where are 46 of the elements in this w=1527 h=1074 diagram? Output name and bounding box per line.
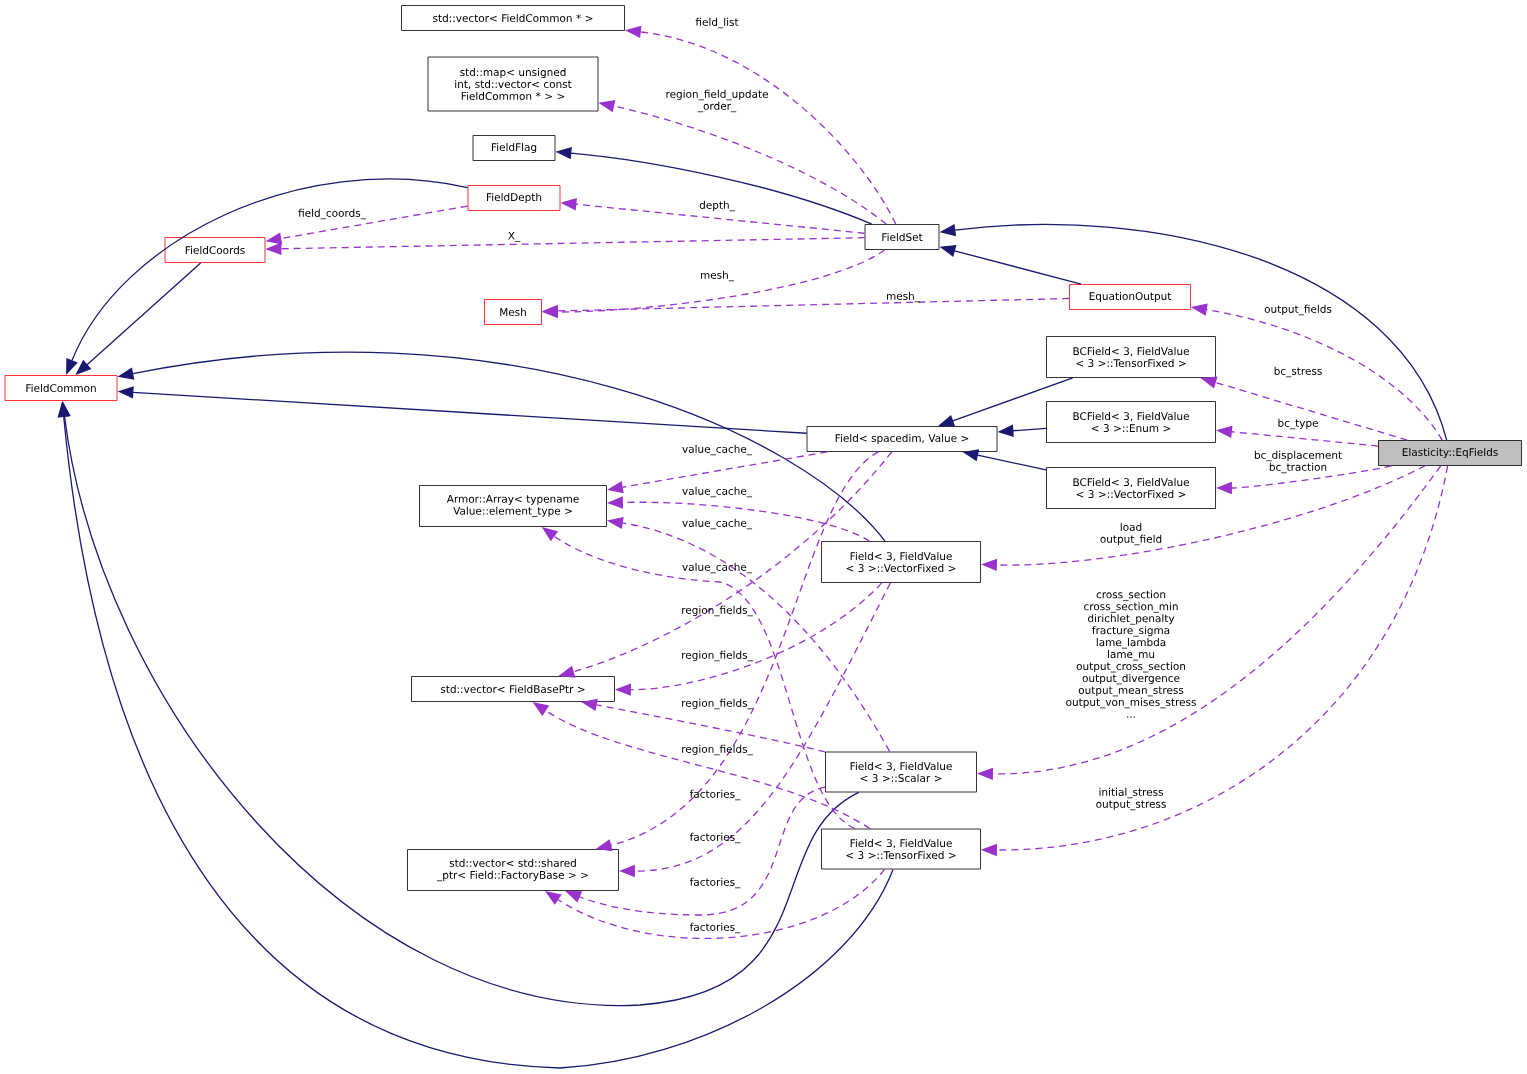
edge-label: value_cache_ bbox=[682, 562, 753, 574]
edge-label: mesh_ bbox=[701, 270, 735, 282]
edge-label: region_fields_ bbox=[682, 605, 753, 617]
class-box: Field< spacedim, Value > bbox=[806, 426, 998, 452]
class-box: BCField< 3, FieldValue < 3 >::Enum > bbox=[1046, 401, 1216, 443]
edge-label: factories_ bbox=[689, 877, 741, 889]
edge-label: bc_displacement bc_traction bbox=[1254, 450, 1342, 474]
class-box: FieldSet bbox=[864, 224, 940, 250]
class-box: FieldDepth bbox=[467, 185, 561, 211]
class-box: EquationOutput bbox=[1069, 284, 1191, 310]
class-box: std::vector< FieldCommon * > bbox=[401, 5, 625, 31]
edge-label: region_field_update _order_ bbox=[666, 89, 768, 113]
class-box: FieldCoords bbox=[164, 237, 266, 263]
edge-label: bc_type bbox=[1278, 418, 1318, 430]
edge-label: field_list bbox=[695, 17, 739, 29]
edge-label: mesh_ bbox=[887, 291, 921, 303]
class-box: FieldCommon bbox=[4, 375, 118, 401]
edge-label: factories_ bbox=[689, 832, 741, 844]
class-box: Field< 3, FieldValue < 3 >::Scalar > bbox=[825, 751, 977, 793]
edge-label: bc_stress bbox=[1274, 366, 1322, 378]
edge-label: X_ bbox=[508, 231, 521, 243]
class-box: BCField< 3, FieldValue < 3 >::TensorFixed > bbox=[1046, 336, 1216, 378]
class-box: Field< 3, FieldValue < 3 >::VectorFixed > bbox=[821, 541, 981, 583]
edge-label: region_fields_ bbox=[682, 698, 753, 710]
class-box: Elasticity::EqFields bbox=[1378, 440, 1522, 466]
edge-label: region_fields_ bbox=[682, 744, 753, 756]
edge-label: field_coords_ bbox=[298, 208, 366, 220]
edge-label: cross_section cross_section_min dirichlet_penalty fracture_sigma lame_lambda lame_mu output_cross_section output_divergence output_mean_stress output_von_mises_stress ... bbox=[1066, 590, 1196, 718]
edge-label: depth_ bbox=[699, 200, 735, 212]
edge-label: value_cache_ bbox=[682, 444, 753, 456]
edge-label: output_fields bbox=[1264, 304, 1332, 316]
edge-label: value_cache_ bbox=[682, 486, 753, 498]
edge-label: factories_ bbox=[689, 789, 741, 801]
class-box: std::vector< std::shared _ptr< Field::FactoryBase > > bbox=[407, 849, 619, 891]
edge-label: value_cache_ bbox=[682, 518, 753, 530]
class-box: Mesh bbox=[484, 299, 542, 325]
edge-label: factories_ bbox=[689, 922, 741, 934]
class-box: Armor::Array< typename Value::element_type > bbox=[419, 485, 607, 527]
class-box: BCField< 3, FieldValue < 3 >::VectorFixed > bbox=[1046, 467, 1216, 509]
class-box: std::vector< FieldBasePtr > bbox=[411, 676, 615, 702]
class-box: Field< 3, FieldValue < 3 >::TensorFixed > bbox=[821, 828, 981, 870]
class-box: std::map< unsigned int, std::vector< const FieldCommon * > > bbox=[427, 56, 599, 112]
edge-label: load output_field bbox=[1100, 522, 1162, 546]
class-box: FieldFlag bbox=[472, 135, 556, 161]
edge-label: region_fields_ bbox=[682, 650, 753, 662]
edge-label: initial_stress output_stress bbox=[1096, 787, 1166, 811]
